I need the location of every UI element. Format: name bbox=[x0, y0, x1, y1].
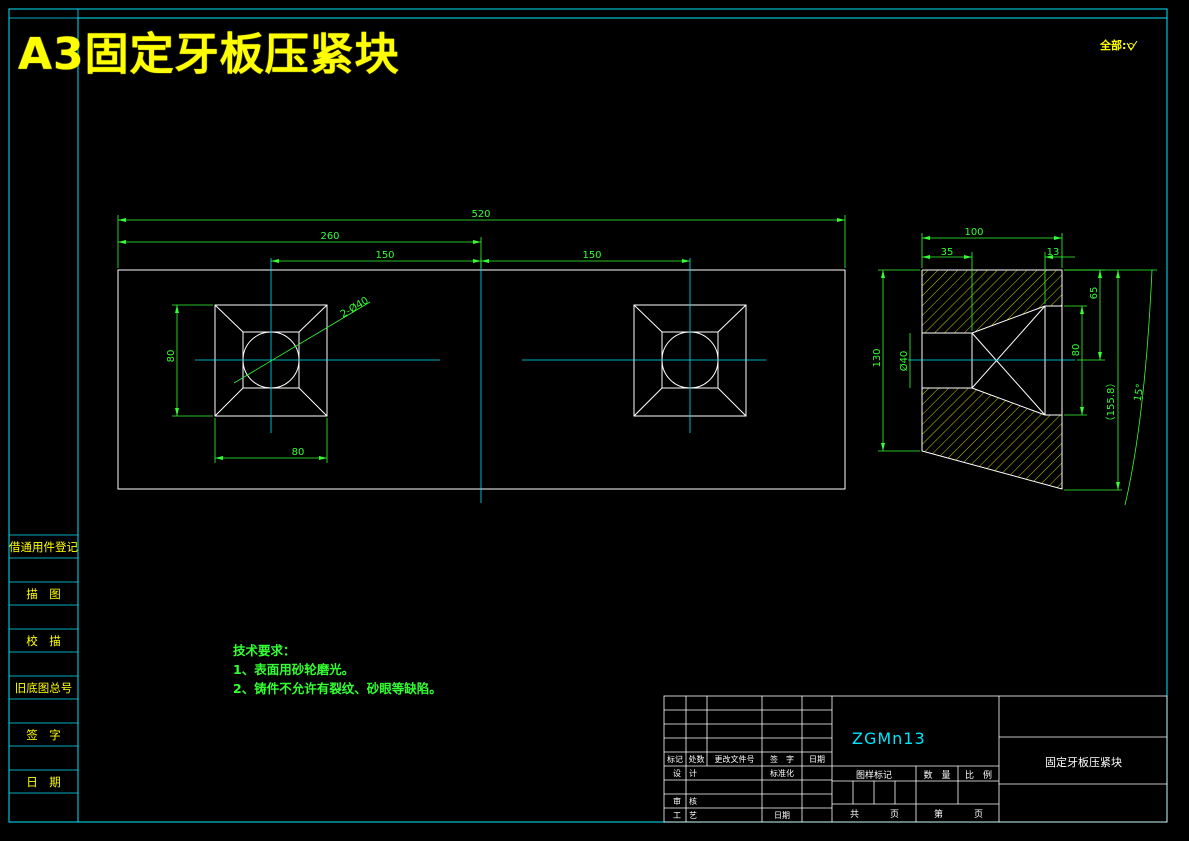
page-label: 第 bbox=[934, 810, 944, 820]
sheet-size: A3 bbox=[18, 29, 85, 80]
side-dimensions bbox=[878, 233, 1157, 506]
surface-finish: 全部: bbox=[1100, 37, 1138, 53]
front-view: 520 260 150 150 80 80 2-Ø40 bbox=[117, 209, 846, 503]
dim-side-right: 13 bbox=[1047, 247, 1060, 258]
revision-header-document: 更改文件号 bbox=[714, 755, 755, 764]
side-panel-row: 借通用件登记 bbox=[9, 540, 78, 554]
front-centerlines bbox=[195, 258, 766, 503]
process-label: 工 艺 bbox=[673, 811, 697, 820]
material-text: ZGMn13 bbox=[852, 729, 926, 748]
dim-side-left: 35 bbox=[941, 247, 954, 258]
dim-side-bore: Ø40 bbox=[898, 351, 910, 372]
dim-side-reference: （155.8） bbox=[1105, 378, 1117, 427]
part-name-text: 固定牙板压紧块 bbox=[1045, 756, 1122, 769]
section-hatch-bottom bbox=[922, 388, 1062, 489]
side-view: 100 35 13 130 Ø40 65 80 （155.8） 15° bbox=[872, 227, 1157, 506]
requirements-heading: 技术要求： bbox=[233, 643, 296, 658]
side-panel-row: 日 期 bbox=[26, 775, 61, 789]
stage-label: 图样标记 bbox=[855, 771, 892, 781]
side-panel-row: 旧底图总号 bbox=[14, 681, 73, 695]
page-label-suffix: 页 bbox=[974, 810, 984, 820]
dim-side-pocket: 80 bbox=[1071, 344, 1082, 357]
front-dimensions bbox=[117, 215, 846, 463]
plate-outline bbox=[117, 269, 846, 490]
standardize-label: 标准化 bbox=[770, 769, 794, 778]
technical-requirements: 技术要求： 1、表面用砂轮磨光。 2、铸件不允许有裂纹、砂眼等缺陷。 bbox=[233, 641, 442, 698]
design-label: 设 计 bbox=[673, 769, 697, 778]
side-panel-row: 校 描 bbox=[26, 634, 61, 648]
dim-taper-angle: 15° bbox=[1133, 383, 1147, 402]
dim-hole-height: 80 bbox=[166, 350, 177, 363]
dim-hole-callout: 2-Ø40 bbox=[338, 294, 370, 320]
dim-side-top: 65 bbox=[1089, 287, 1100, 300]
dim-side-width: 100 bbox=[964, 227, 983, 238]
sheet-label: 页 bbox=[890, 810, 900, 820]
dim-overall-length: 520 bbox=[471, 209, 490, 220]
side-panel-row: 描 图 bbox=[26, 587, 61, 601]
side-panel-row: 签 字 bbox=[26, 728, 61, 742]
revision-header-signature: 签 字 bbox=[770, 755, 794, 764]
roughness-check-icon bbox=[1126, 40, 1138, 51]
revision-header-mark: 标记 bbox=[667, 755, 683, 764]
dim-right-offset: 150 bbox=[582, 250, 601, 261]
side-panel-grid bbox=[9, 534, 78, 794]
surface-finish-label: 全部: bbox=[1100, 39, 1127, 52]
drawing-title: A3固定牙板压紧块 bbox=[18, 18, 400, 82]
dim-left-offset: 150 bbox=[375, 250, 394, 261]
section-hatch-top bbox=[922, 270, 1062, 333]
drawing-name: 固定牙板压紧块 bbox=[84, 29, 400, 80]
weight-label: 数 量 bbox=[923, 771, 951, 781]
total-label: 共 bbox=[850, 810, 860, 820]
revision-header-date: 日期 bbox=[809, 755, 825, 764]
dim-hole-width: 80 bbox=[292, 447, 305, 458]
title-block bbox=[663, 695, 1168, 823]
scale-label: 比 例 bbox=[964, 771, 992, 781]
requirement-item: 2、铸件不允许有裂纹、砂眼等缺陷。 bbox=[233, 681, 442, 696]
revision-header-count: 处数 bbox=[688, 755, 705, 764]
requirement-item: 1、表面用砂轮磨光。 bbox=[233, 662, 355, 677]
dim-half-length: 260 bbox=[320, 231, 339, 242]
review-label: 审 核 bbox=[673, 797, 697, 806]
date-label: 日期 bbox=[774, 811, 790, 820]
dim-side-height: 130 bbox=[872, 348, 883, 367]
